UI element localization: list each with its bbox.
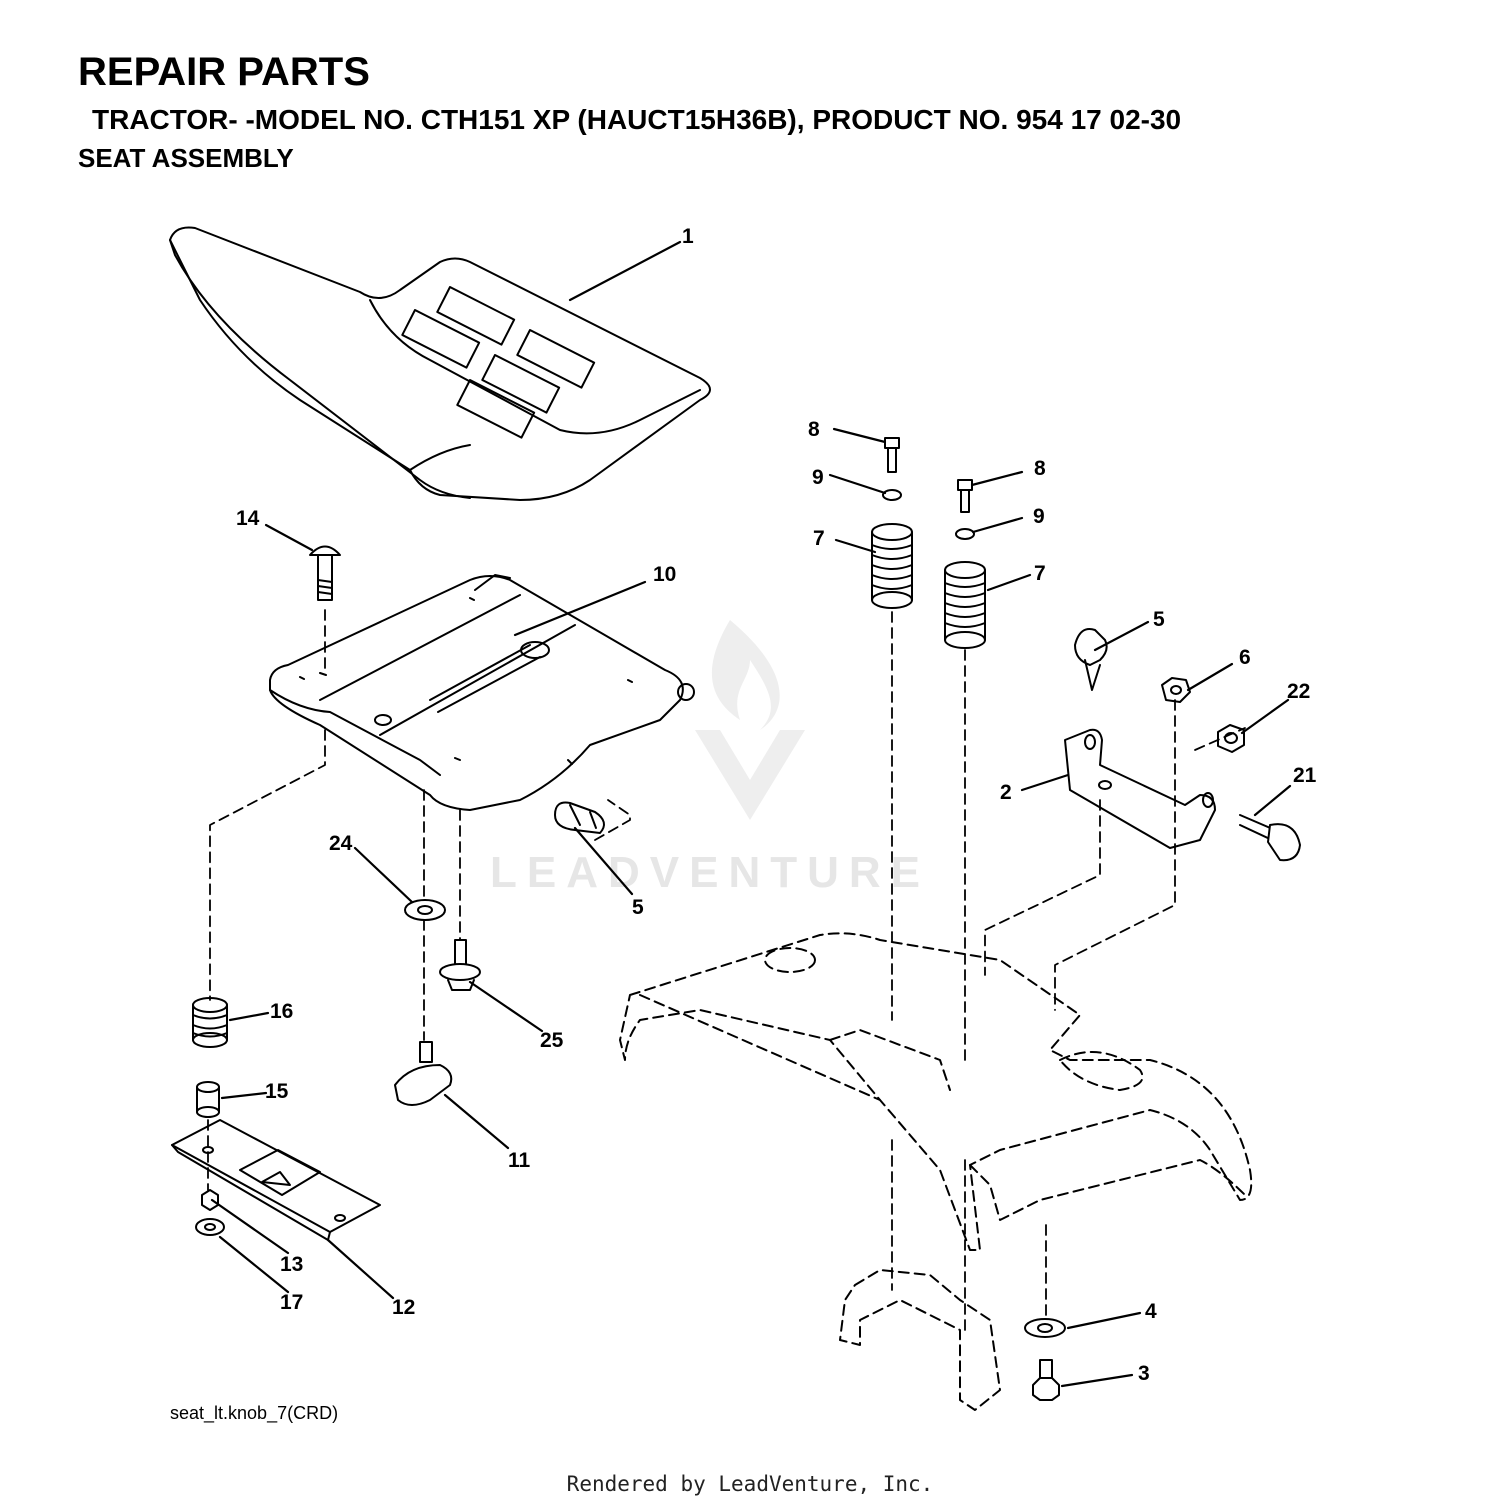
callout-17: 17 [280, 1291, 303, 1314]
drawing-file-label: seat_lt.knob_7(CRD) [170, 1403, 339, 1423]
knob-11-part [394, 1041, 453, 1106]
callout-12: 12 [392, 1296, 415, 1319]
callout-21: 21 [1293, 764, 1317, 787]
callout-9a: 9 [812, 466, 824, 489]
callout-5b: 5 [632, 896, 644, 919]
nut-13-part [201, 1189, 219, 1211]
model-subtitle: TRACTOR- -MODEL NO. CTH151 XP (HAUCT15H3… [92, 104, 1182, 135]
callout-8a: 8 [808, 418, 820, 441]
callout-5a: 5 [1153, 608, 1165, 631]
washer-9a-part [882, 489, 902, 501]
bolt-21-part [1239, 814, 1301, 862]
footer-credit: Rendered by LeadVenture, Inc. [566, 1472, 934, 1496]
clip-5a-part [1074, 628, 1108, 691]
watermark-logo-icon [695, 620, 805, 820]
callout-4: 4 [1145, 1300, 1157, 1323]
nut-22-part [1217, 724, 1245, 753]
clip-5b-part [554, 801, 605, 834]
assembly-lines [207, 609, 1246, 1331]
callout-6: 6 [1239, 646, 1251, 669]
washer-24-part [404, 899, 446, 921]
washer-17-part [195, 1218, 225, 1236]
bolt-3-part [1032, 1359, 1060, 1401]
bolt-8a-part [884, 437, 900, 473]
callout-15: 15 [265, 1080, 289, 1103]
carriage-bolt-part [309, 545, 341, 601]
spring-7b-part [944, 561, 986, 649]
tractor-frame-outline [619, 932, 1253, 1411]
page-title: REPAIR PARTS [78, 50, 370, 94]
callout-11: 11 [508, 1149, 531, 1172]
callout-24: 24 [329, 832, 353, 855]
callout-7a: 7 [813, 527, 825, 550]
washer-9b-part [955, 528, 975, 540]
bracket-part [1064, 728, 1216, 849]
callout-3: 3 [1138, 1362, 1150, 1385]
spring-7a-part [871, 523, 913, 609]
callout-14: 14 [236, 507, 260, 530]
callout-25: 25 [540, 1029, 564, 1052]
spacer-15-part [196, 1081, 220, 1118]
callout-7b: 7 [1034, 562, 1046, 585]
callout-2: 2 [1000, 781, 1012, 804]
callout-8b: 8 [1034, 457, 1046, 480]
leader-lines [210, 240, 1292, 1388]
callout-1: 1 [682, 225, 694, 248]
callout-numbers: 1 2 3 4 5 5 6 7 7 8 8 9 9 10 11 12 13 14… [236, 225, 1317, 1385]
spring-16-part [192, 997, 228, 1048]
washer-4-part [1024, 1318, 1066, 1338]
bolt-25-part [439, 939, 481, 991]
callout-9b: 9 [1033, 505, 1045, 528]
watermark-text: LEADVENTURE [490, 848, 931, 897]
bolt-8b-part [957, 479, 973, 513]
callout-22: 22 [1287, 680, 1310, 703]
callout-16: 16 [270, 1000, 293, 1023]
seat-part [169, 226, 711, 501]
section-title: SEAT ASSEMBLY [78, 143, 294, 173]
nut-6-part [1161, 677, 1191, 703]
seat-pan-part [269, 574, 695, 811]
callout-10: 10 [653, 563, 676, 586]
callout-13: 13 [280, 1253, 303, 1276]
